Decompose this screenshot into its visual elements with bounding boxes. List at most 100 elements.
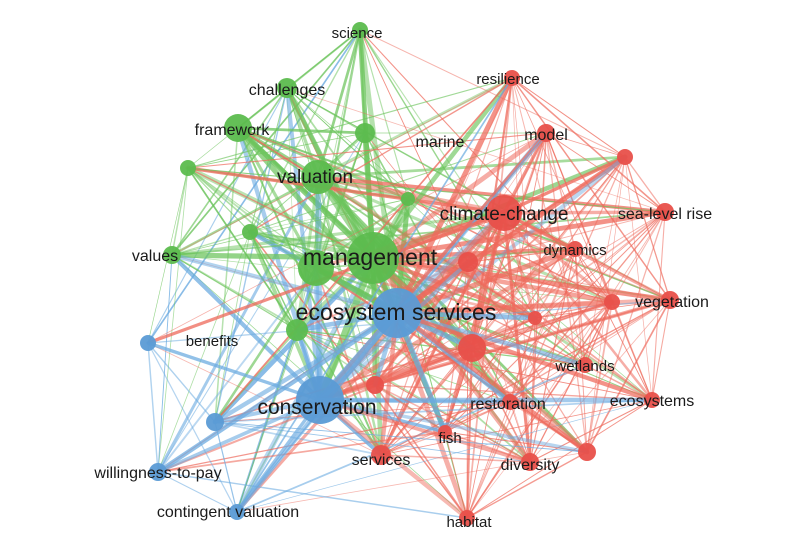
node-science[interactable] <box>352 22 368 38</box>
link-conservation-willingness-to-pay <box>156 398 322 474</box>
node-model[interactable] <box>537 124 555 142</box>
node-services[interactable] <box>371 445 391 465</box>
link-ecosystems-ecosystem-services <box>394 310 655 403</box>
node-r-small-2[interactable] <box>458 252 478 272</box>
link-r-small-5-ecosystem-services <box>394 310 590 455</box>
link-r-small-5-habitat <box>466 451 588 519</box>
node-r-small-1[interactable] <box>617 149 633 165</box>
node-ecosystems[interactable] <box>644 392 660 408</box>
node-r-small-6[interactable] <box>366 376 384 394</box>
link-wetlands-habitat <box>466 364 586 519</box>
node-values[interactable] <box>163 246 181 264</box>
node-benefits[interactable] <box>140 335 156 351</box>
label-resilience: resilience <box>476 71 539 88</box>
link-model-dynamics <box>545 132 576 250</box>
link-model-habitat <box>466 132 547 519</box>
node-conservation[interactable] <box>296 376 344 424</box>
node-r-small-4[interactable] <box>528 311 542 325</box>
node-g-mid-2[interactable] <box>286 319 308 341</box>
link-g-small-1-resilience <box>187 77 513 169</box>
link-r-small-4-diversity <box>529 317 536 463</box>
link-g-mid-2-contingent-valuation <box>236 329 298 513</box>
link-vegetation-r-small-5 <box>586 299 671 453</box>
node-dynamics[interactable] <box>567 241 583 257</box>
node-restoration[interactable] <box>502 394 518 410</box>
node-valuation[interactable] <box>301 160 335 194</box>
link-benefits-conservation <box>146 341 322 402</box>
label-climate-change: climate-change <box>440 204 569 225</box>
node-g-mid-1[interactable] <box>298 250 334 286</box>
node-willingness-to-pay[interactable] <box>149 463 167 481</box>
node-g-small-1[interactable] <box>180 160 196 176</box>
link-management-model <box>370 130 549 261</box>
link-restoration-fish <box>444 401 511 433</box>
link-r-small-3-ecosystems <box>611 301 653 401</box>
link-resilience-ecosystem-services <box>394 75 515 316</box>
link-r-small-1-fish <box>444 156 626 433</box>
node-management[interactable] <box>347 232 399 284</box>
link-r-small-2-diversity <box>467 261 531 463</box>
link-fish-habitat <box>444 431 468 519</box>
node-wetlands[interactable] <box>577 357 593 373</box>
label-ecosystems: ecosystems <box>610 393 694 410</box>
node-r-small-5[interactable] <box>578 443 596 461</box>
link-dynamics-r-small-2 <box>467 248 576 263</box>
node-contingent-valuation[interactable] <box>229 504 245 520</box>
link-resilience-r-small-1 <box>511 77 626 158</box>
node-b-small-1[interactable] <box>206 413 224 431</box>
link-g-small-3-values <box>171 198 409 256</box>
label-ecosystem-services: ecosystem services <box>296 299 497 325</box>
link-g-mid-1-services <box>315 267 382 456</box>
label-services: services <box>352 452 411 469</box>
label-values: values <box>132 248 178 265</box>
link-r-small-3-b-small-1 <box>214 301 613 423</box>
label-marine: marine <box>416 134 465 151</box>
node-vegetation[interactable] <box>661 291 679 309</box>
link-values-resilience <box>171 77 513 256</box>
link-model-r-small-1 <box>545 132 626 158</box>
link-benefits-willingness-to-pay <box>147 342 159 473</box>
link-g-mid-1-willingness-to-pay <box>157 267 317 473</box>
link-g-small-1-model <box>187 132 547 169</box>
link-habitat-r-small-6 <box>374 384 468 519</box>
link-g-small-1-willingness-to-pay <box>157 167 189 473</box>
link-resilience-services <box>380 77 513 456</box>
node-ecosystem-services[interactable] <box>372 288 422 338</box>
node-framework[interactable] <box>224 114 252 142</box>
link-r-small-2-vegetation <box>467 261 671 301</box>
node-sea-level-rise[interactable] <box>656 203 674 221</box>
network-nodes <box>140 22 679 526</box>
link-r-small-4-ecosystems <box>534 317 653 401</box>
node-g-small-2[interactable] <box>242 224 258 240</box>
link-fish-willingness-to-pay <box>157 431 446 473</box>
link-values-climate-change <box>170 211 506 257</box>
node-fish[interactable] <box>438 425 452 439</box>
label-conservation: conservation <box>257 396 376 419</box>
link-benefits-contingent-valuation <box>147 342 238 513</box>
link-dynamics-vegetation <box>574 248 671 301</box>
link-marine-g-small-1 <box>187 132 366 169</box>
node-challenges[interactable] <box>277 78 297 98</box>
node-resilience[interactable] <box>504 70 520 86</box>
label-willingness-to-pay: willingness-to-pay <box>93 465 221 482</box>
node-r-mid-1[interactable] <box>458 334 486 362</box>
label-wetlands: wetlands <box>554 358 614 375</box>
node-habitat[interactable] <box>459 510 475 526</box>
link-science-r-small-1 <box>359 29 626 158</box>
link-science-values <box>171 29 361 256</box>
link-r-small-3-restoration <box>509 301 613 403</box>
label-science: science <box>332 25 383 42</box>
link-fish-services <box>380 431 446 456</box>
node-climate-change[interactable] <box>486 195 522 231</box>
link-fish-r-small-5 <box>444 431 588 453</box>
link-model-diversity <box>529 132 547 463</box>
node-g-small-3[interactable] <box>401 192 415 206</box>
node-marine[interactable] <box>355 123 375 143</box>
node-r-small-3[interactable] <box>604 294 620 310</box>
link-r-small-1-ecosystems <box>624 156 653 401</box>
node-diversity[interactable] <box>521 453 539 471</box>
link-dynamics-r-small-4 <box>534 248 576 319</box>
link-services-diversity <box>380 454 531 463</box>
link-sea-level-rise-r-small-4 <box>534 211 666 319</box>
